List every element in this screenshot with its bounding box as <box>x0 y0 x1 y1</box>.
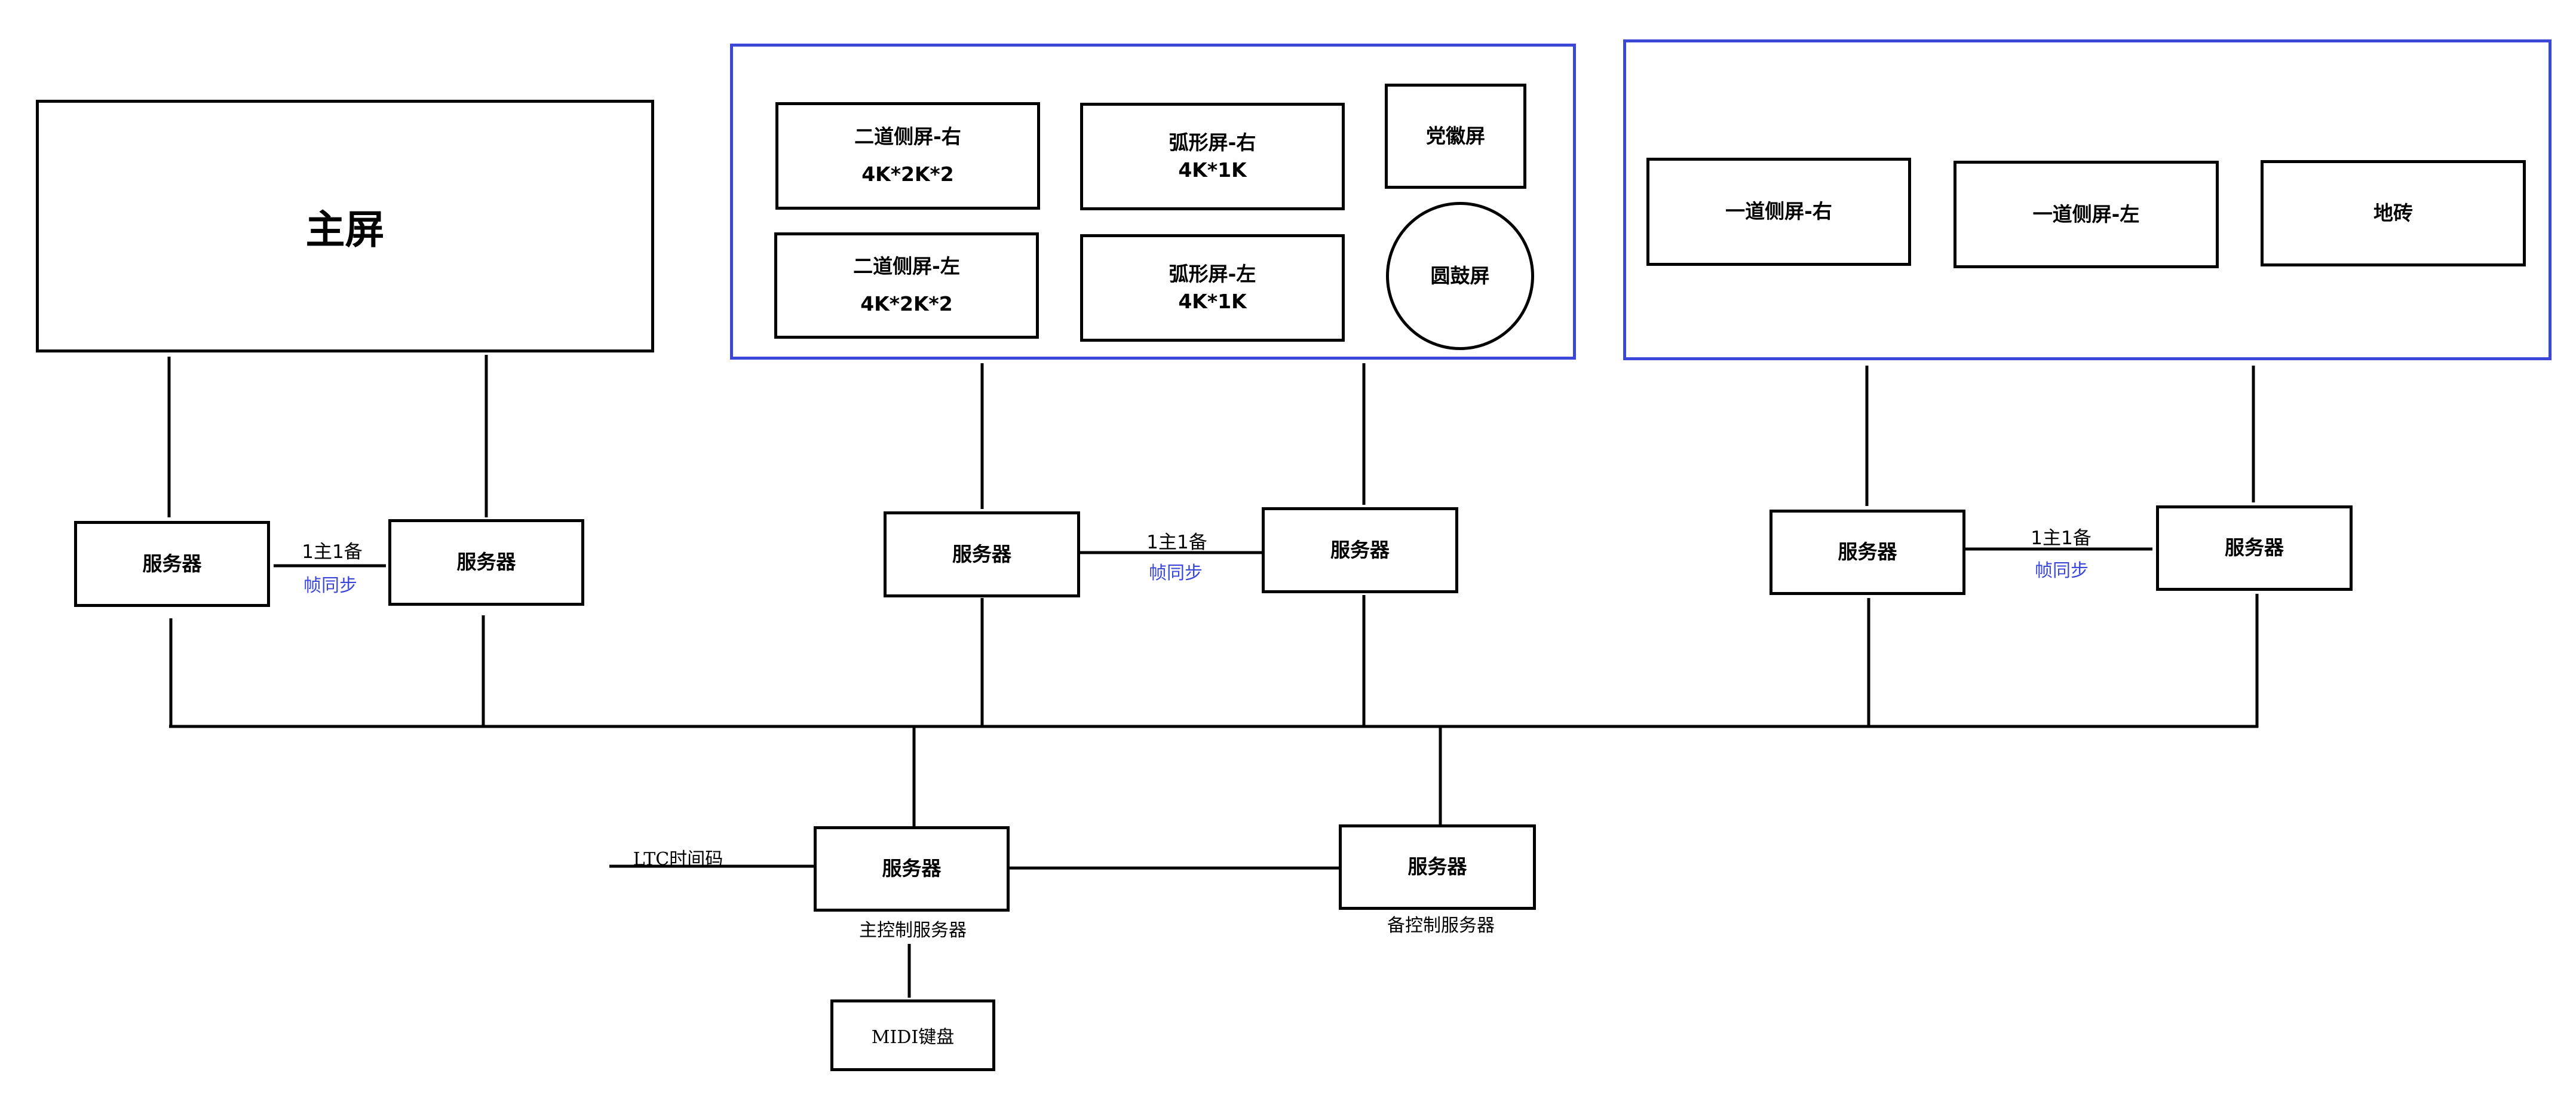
floor-tile-screen: 地砖 <box>2261 160 2526 266</box>
second-side-left-screen: 二道侧屏-左 4K*2K*2 <box>774 232 1039 339</box>
server-label: 服务器 <box>1330 538 1390 562</box>
midi-keyboard: MIDI键盘 <box>830 999 995 1071</box>
screen-name: 地砖 <box>2373 201 2413 225</box>
screen-resolution: 4K*1K <box>1178 158 1247 182</box>
screen-resolution: 4K*2K*2 <box>860 292 953 315</box>
ltc-timecode-label: LTC时间码 <box>633 849 723 870</box>
frame-sync-label: 帧同步 <box>2035 560 2089 581</box>
server-label: 服务器 <box>882 857 942 881</box>
server-node: 服务器 <box>884 511 1080 597</box>
server-node: 服务器 <box>2156 505 2353 591</box>
arc-right-screen: 弧形屏-右 4K*1K <box>1080 103 1345 210</box>
screen-resolution: 4K*2K*2 <box>861 162 954 186</box>
backup-mode-label: 1主1备 <box>302 541 363 563</box>
screen-name: 二道侧屏-左 <box>853 254 960 278</box>
main-screen: 主屏 <box>36 100 654 352</box>
server-node: 服务器 <box>74 521 270 607</box>
screen-resolution: 4K*1K <box>1178 290 1247 313</box>
right-screen-group <box>1623 39 2552 360</box>
server-label: 服务器 <box>142 551 202 575</box>
screen-name: 弧形屏-右 <box>1169 130 1256 154</box>
backup-control-caption: 备控制服务器 <box>1387 915 1495 936</box>
backup-mode-label: 1主1备 <box>2031 528 2092 549</box>
main-control-server: 服务器 <box>814 826 1010 912</box>
frame-sync-label: 帧同步 <box>303 575 357 596</box>
center-screen-group <box>730 44 1576 360</box>
screen-name: 圆鼓屏 <box>1430 263 1490 287</box>
frame-sync-label: 帧同步 <box>1149 563 1203 584</box>
party-emblem-screen: 党徽屏 <box>1385 84 1526 189</box>
server-label: 服务器 <box>456 550 516 574</box>
backup-control-server: 服务器 <box>1339 824 1536 910</box>
server-label: 服务器 <box>952 542 1011 566</box>
main-control-caption: 主控制服务器 <box>859 920 967 941</box>
server-label: 服务器 <box>1838 540 1897 564</box>
midi-keyboard-label: MIDI键盘 <box>871 1027 955 1048</box>
main-screen-label: 主屏 <box>305 206 385 253</box>
second-side-right-screen: 二道侧屏-右 4K*2K*2 <box>775 102 1040 210</box>
server-label: 服务器 <box>1407 855 1467 879</box>
screen-name: 二道侧屏-右 <box>854 125 961 149</box>
first-side-right-screen: 一道侧屏-右 <box>1646 158 1911 266</box>
server-label: 服务器 <box>2225 536 2284 560</box>
arc-left-screen: 弧形屏-左 4K*1K <box>1080 234 1345 342</box>
screen-name: 一道侧屏-右 <box>1725 200 1832 223</box>
server-node: 服务器 <box>1770 510 1965 595</box>
round-drum-screen: 圆鼓屏 <box>1386 202 1534 350</box>
screen-name: 一道侧屏-左 <box>2032 202 2140 226</box>
server-node: 服务器 <box>388 519 584 606</box>
first-side-left-screen: 一道侧屏-左 <box>1954 161 2219 268</box>
backup-mode-label: 1主1备 <box>1146 532 1207 553</box>
screen-name: 弧形屏-左 <box>1169 262 1256 286</box>
screen-name: 党徽屏 <box>1426 124 1485 148</box>
server-node: 服务器 <box>1262 507 1458 593</box>
